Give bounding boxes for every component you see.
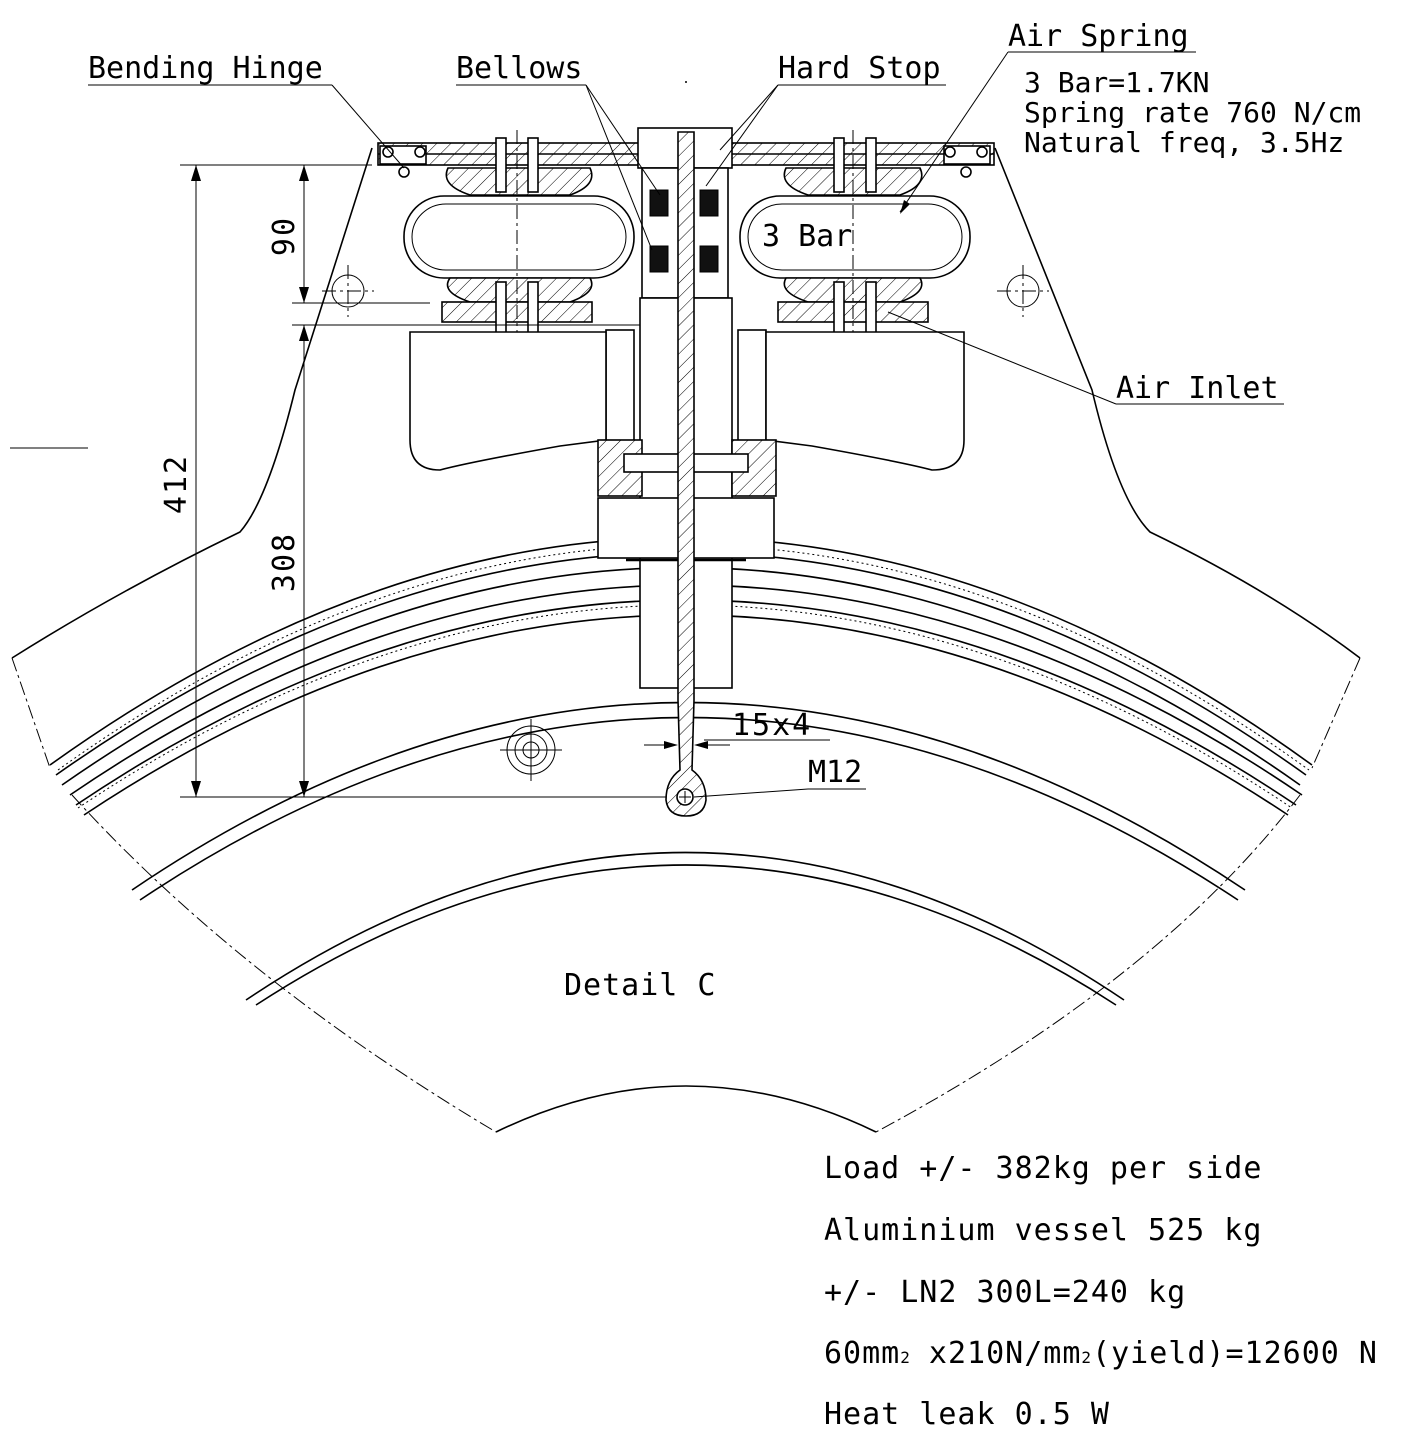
ln2-note: +/- LN2 300L=240 kg [824,1275,1186,1310]
central-assembly [409,127,965,817]
thread-label: M12 [808,755,862,790]
pressure-label: 3 Bar [762,219,852,254]
air-spring-label: Air Spring [1008,19,1189,54]
hard-stop-label: Hard Stop [778,51,941,86]
dim-90: 90 [267,216,302,256]
stress-note-a: 60mm [824,1336,900,1371]
dim-412: 412 [159,454,194,514]
vessel-note: Aluminium vessel 525 kg [824,1213,1262,1248]
leader-lines [88,51,1284,798]
bellows-label: Bellows [456,51,582,86]
stress-note-subscript-2: 2 [1081,1348,1092,1367]
spring-rate-spec: Spring rate 760 N/cm [1024,96,1361,129]
natural-freq-spec: Natural freq, 3.5Hz [1024,126,1344,159]
stress-note-c: (yield)=12600 N [1092,1336,1378,1371]
dim-308: 308 [267,532,302,592]
air-inlet-label: Air Inlet [1116,371,1279,406]
stress-note-subscript-1: 2 [900,1348,911,1367]
stress-note-b: x210N/mm [929,1336,1082,1371]
vessel-outline [11,147,1361,1133]
rod-section-label: 15x4 [732,708,812,743]
dimension-lines [10,164,830,798]
bending-hinge-label: Bending Hinge [88,51,323,86]
heat-leak-note: Heat leak 0.5 W [824,1397,1110,1432]
spring-force-spec: 3 Bar=1.7KN [1024,66,1209,99]
mounting-holes [322,265,1049,781]
right-air-spring [739,130,971,340]
load-note: Load +/- 382kg per side [824,1151,1262,1186]
left-air-spring [403,130,635,340]
detail-title: Detail C [564,968,717,1003]
